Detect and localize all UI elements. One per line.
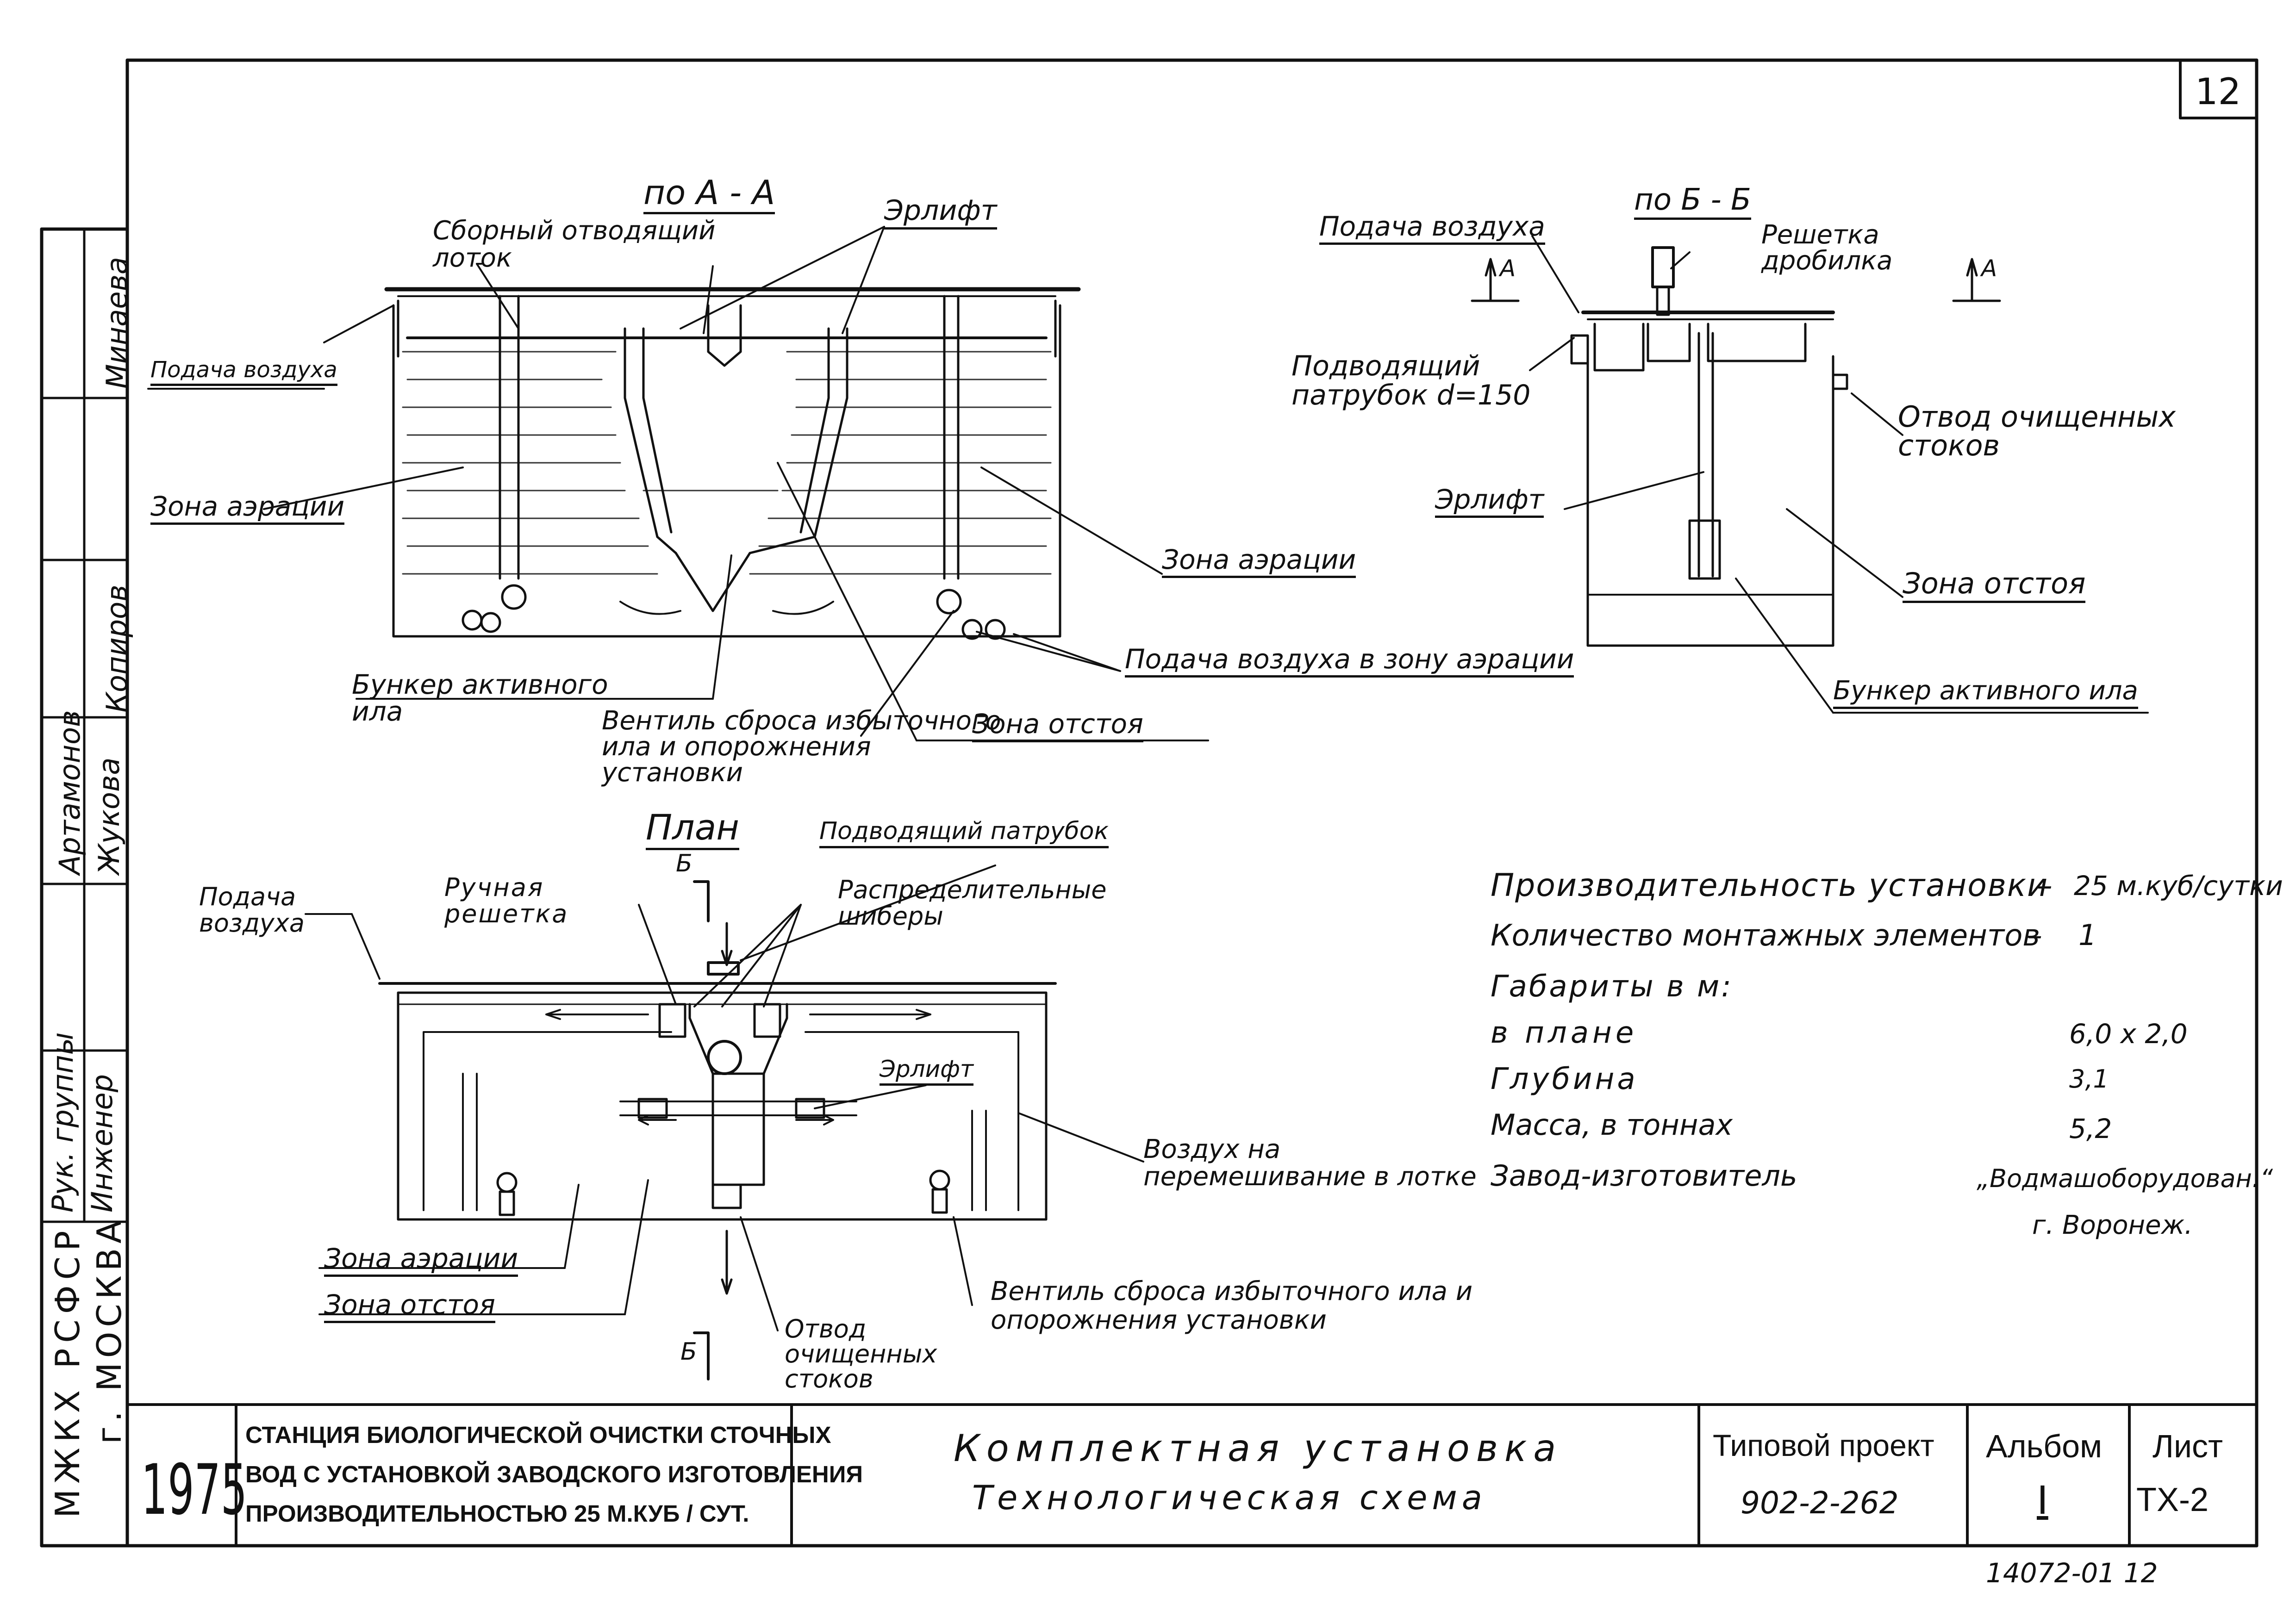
spec-value: 1 [2078, 918, 2097, 952]
station-line-2: ВОД С УСТАНОВКОЙ ЗАВОДСКОГО ИЗГОТОВЛЕНИЯ [245, 1461, 863, 1487]
spec-label: в плане [1491, 1016, 1638, 1050]
plan-drawing [378, 880, 1057, 1380]
stamp-role-engineer: Инженер [85, 1074, 119, 1213]
spec-label: Глубина [1491, 1062, 1638, 1096]
title-block-grid [126, 1403, 2258, 1547]
spec-value: 25 м.куб/сутки [2074, 870, 2283, 902]
label-aeration-zone-plan: Зона аэрации [324, 1245, 518, 1277]
sheet-label: Лист [2152, 1428, 2223, 1464]
sheet-frame [40, 58, 2259, 1548]
label-outlet-bb: Отвод очищенных стоков [1898, 400, 2176, 462]
section-bb-drawing [1471, 246, 2001, 647]
spec-value: 6,0 х 2,0 [2069, 1018, 2188, 1050]
label-settling-zone-bb: Зона отстоя [1903, 569, 2086, 603]
stamp-signature-1: Минаева [100, 257, 134, 389]
label-valve-plan: Вентиль сброса избыточного ила и опорожн… [991, 1276, 1473, 1335]
drawing-title-line-1: Комплектная установка [954, 1427, 1563, 1470]
label-bunker-bb: Бункер активного ила [1833, 678, 2138, 709]
label-inlet-pipe-bb: Подводящий патрубок d=150 [1292, 350, 1531, 411]
label-air-mixing: Воздух на перемешивание в лотке [1143, 1134, 1477, 1192]
stamp-org-line1: МЖКХ РСФСР [48, 1225, 87, 1518]
spec-label: Количество монтажных элементов [1491, 919, 2040, 953]
label-settling-zone-plan: Зона отстоя [324, 1291, 495, 1323]
label-collector-tray: Сборный отводящий лоток [433, 216, 716, 273]
label-air-supply-bb: Подача воздуха [1319, 213, 1545, 245]
label-settling-zone-aa: Зона отстоя [972, 710, 1143, 742]
title-year: 1975 [141, 1450, 248, 1530]
drawing-title-line-2: Технологическая схема [972, 1478, 1487, 1517]
label-cut-a-right: А [1981, 255, 1997, 282]
label-valve-aa: Вентиль сброса избыточного ила и опорожн… [602, 706, 1001, 788]
section-aa-title: по А - А [643, 176, 775, 214]
label-air-supply-aa: Подача воздуха [150, 359, 337, 386]
station-line-3: ПРОИЗВОДИТЕЛЬНОСТЬЮ 25 М.КУБ / СУТ. [245, 1500, 749, 1527]
spec-label: Габариты в м: [1491, 970, 1733, 1004]
label-cut-b-bottom: Б [680, 1338, 697, 1366]
label-bunker-aa: Бункер активного ила [352, 669, 608, 727]
album-number: I [2037, 1478, 2048, 1523]
label-aeration-zone-right: Зона аэрации [1162, 546, 1356, 578]
leader-lines [147, 226, 2149, 1331]
spec-value: г. Воронеж. [2032, 1210, 2193, 1240]
sheet-number-box [2179, 59, 2258, 119]
stamp-role-lead: Рук. группы [46, 1032, 80, 1213]
stamp-signature-4: Жукова [92, 757, 126, 875]
stamp-signature-2: Копиров [100, 585, 134, 713]
spec-value: 5,2 [2069, 1113, 2112, 1144]
stamp-org-line2: г. МОСКВА [90, 1216, 129, 1444]
label-manual-screen: Ручная решетка [444, 873, 569, 928]
spec-label: Масса, в тоннах [1491, 1108, 1733, 1142]
label-inlet-pipe-plan: Подводящий патрубок [819, 819, 1109, 848]
label-aeration-zone-left: Зона аэрации [150, 493, 345, 525]
spec-label: Производительность установки [1491, 867, 2049, 904]
section-aa-drawing [384, 287, 1081, 640]
album-label: Альбом [1986, 1428, 2103, 1464]
label-outlet-plan: Отвод очищенных стоков [785, 1314, 937, 1393]
stamp-signature-3: Артамонов [53, 710, 87, 875]
label-airlift-plan: Эрлифт [880, 1057, 973, 1086]
spec-value: „Водмашоборудован.“ [1977, 1164, 2273, 1193]
footer-code: 14072-01 12 [1986, 1557, 2158, 1589]
label-airlift-bb: Эрлифт [1435, 486, 1544, 518]
project-label: Типовой проект [1713, 1428, 1934, 1462]
label-cut-a-left: А [1500, 255, 1516, 282]
spec-value: 3,1 [2069, 1064, 2109, 1094]
label-airlift-aa: Эрлифт [884, 197, 997, 230]
label-cut-b-top: Б [676, 850, 693, 877]
label-air-supply-plan: Подача воздуха [199, 882, 305, 938]
spec-dash: – [2037, 867, 2053, 904]
plan-title: План [646, 810, 739, 850]
station-line-1: СТАНЦИЯ БИОЛОГИЧЕСКОЙ ОЧИСТКИ СТОЧНЫХ [245, 1422, 831, 1448]
label-air-to-aeration: Подача воздуха в зону аэрации [1125, 646, 1574, 678]
side-stamp-grid [40, 228, 129, 1223]
spec-label: Завод-изготовитель [1491, 1159, 1797, 1193]
label-screen-bb: Решетка дробилка [1761, 220, 1893, 276]
sheet-number: 12 [2195, 71, 2241, 113]
project-number: 902-2-262 [1741, 1485, 1899, 1521]
sheet-code: ТХ-2 [2136, 1481, 2209, 1518]
spec-dash: – [2028, 919, 2042, 953]
section-bb-title: по Б - Б [1634, 185, 1751, 220]
label-distribution-gates: Распределительные шиберы [838, 875, 1107, 931]
